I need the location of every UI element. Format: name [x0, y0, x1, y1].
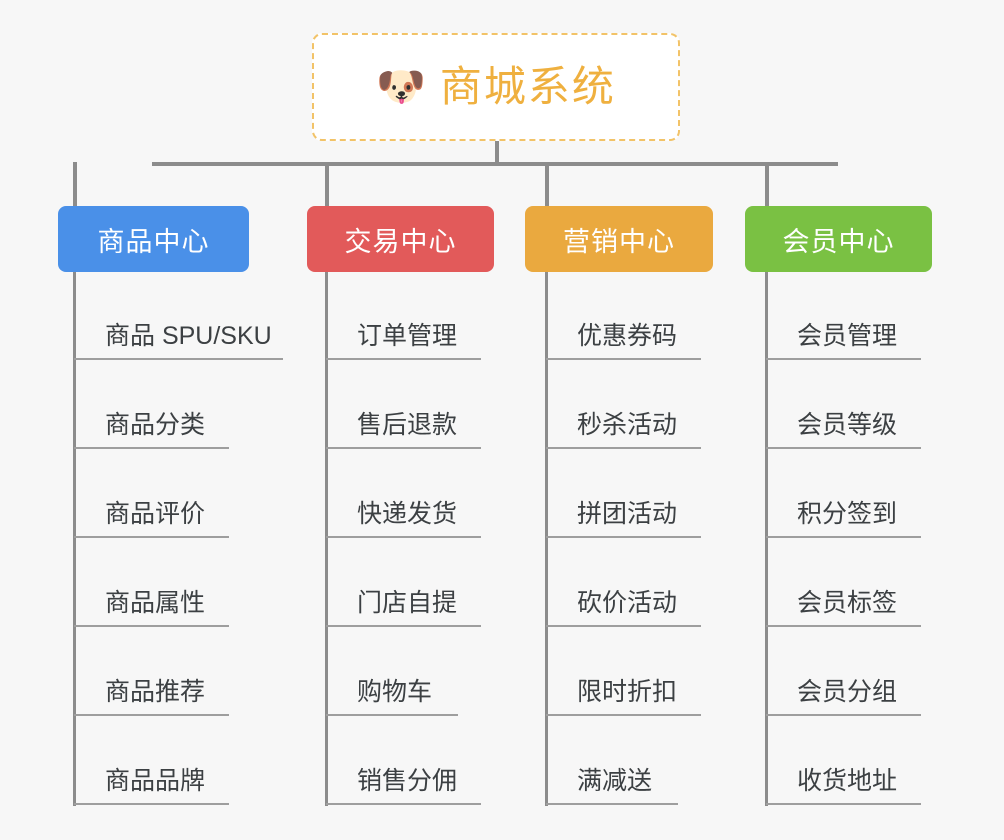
leaf-item-underline	[326, 803, 481, 805]
leaf-item-underline	[546, 358, 701, 360]
leaf-item-underline	[326, 536, 481, 538]
leaf-item-label: 售后退款	[357, 411, 458, 439]
leaf-item-underline	[766, 803, 921, 805]
leaf-item-underline	[546, 447, 701, 449]
leaf-item-label: 积分签到	[797, 500, 898, 528]
leaf-item-underline	[74, 447, 229, 449]
leaf-item-underline	[766, 625, 921, 627]
leaf-item-underline	[546, 714, 701, 716]
leaf-item-label: 砍价活动	[577, 589, 678, 617]
leaf-item-underline	[74, 625, 229, 627]
leaf-item-label: 商品推荐	[105, 678, 206, 706]
leaf-item-underline	[326, 447, 481, 449]
connector-drop-marketing-center	[545, 162, 549, 208]
branch-marketing-center[interactable]: 营销中心	[525, 206, 713, 272]
leaf-item-label: 会员标签	[797, 589, 898, 617]
leaf-item-label: 限时折扣	[577, 678, 678, 706]
leaf-spine-product-center	[73, 272, 76, 806]
leaf-item-label: 收货地址	[797, 767, 898, 795]
shiba-dog-emoji-icon: 🐶	[376, 65, 426, 109]
leaf-item-underline	[74, 803, 229, 805]
connector-horizontal-bus	[152, 162, 838, 166]
leaf-item-label: 商品属性	[105, 589, 206, 617]
leaf-item-underline	[326, 625, 481, 627]
connector-root-vertical	[495, 141, 499, 165]
leaf-spine-member-center	[765, 272, 768, 806]
leaf-item-label: 商品评价	[105, 500, 206, 528]
leaf-item-label: 商品 SPU/SKU	[105, 322, 272, 350]
leaf-item-underline	[546, 803, 678, 805]
leaf-item-underline	[546, 536, 701, 538]
branch-label-member-center: 会员中心	[745, 206, 932, 272]
root-node-title: 商城系统	[439, 63, 616, 110]
leaf-spine-marketing-center	[545, 272, 548, 806]
leaf-item-label: 优惠券码	[577, 322, 678, 350]
root-node-card[interactable]: 🐶 商城系统	[312, 33, 680, 141]
leaf-item-underline	[766, 447, 921, 449]
branch-product-center[interactable]: 商品中心	[58, 206, 249, 272]
leaf-item-underline	[74, 714, 229, 716]
leaf-item-label: 商品分类	[105, 411, 206, 439]
leaf-item-label: 秒杀活动	[577, 411, 678, 439]
leaf-item-label: 快递发货	[357, 500, 458, 528]
leaf-item-label: 销售分佣	[357, 767, 458, 795]
leaf-item-underline	[766, 536, 921, 538]
leaf-item-label: 拼团活动	[577, 500, 678, 528]
connector-drop-trade-center	[325, 162, 329, 208]
leaf-item-underline	[74, 536, 229, 538]
leaf-item-underline	[326, 358, 481, 360]
leaf-item-label: 订单管理	[357, 322, 458, 350]
branch-label-trade-center: 交易中心	[307, 206, 494, 272]
leaf-spine-trade-center	[325, 272, 328, 806]
leaf-item-label: 满减送	[577, 767, 653, 795]
leaf-item-label: 商品品牌	[105, 767, 206, 795]
leaf-item-label: 会员等级	[797, 411, 898, 439]
leaf-item-underline	[766, 358, 921, 360]
leaf-item-label: 购物车	[357, 678, 433, 706]
leaf-item-underline	[546, 625, 701, 627]
branch-member-center[interactable]: 会员中心	[745, 206, 932, 272]
leaf-item-label: 会员分组	[797, 678, 898, 706]
leaf-item-underline	[326, 714, 458, 716]
leaf-item-label: 会员管理	[797, 322, 898, 350]
branch-label-marketing-center: 营销中心	[525, 206, 713, 272]
leaf-item-underline	[74, 358, 283, 360]
connector-drop-product-center	[73, 162, 77, 208]
leaf-item-underline	[766, 714, 921, 716]
leaf-item-label: 门店自提	[357, 589, 458, 617]
connector-drop-member-center	[765, 162, 769, 208]
branch-trade-center[interactable]: 交易中心	[307, 206, 494, 272]
branch-label-product-center: 商品中心	[58, 206, 249, 272]
